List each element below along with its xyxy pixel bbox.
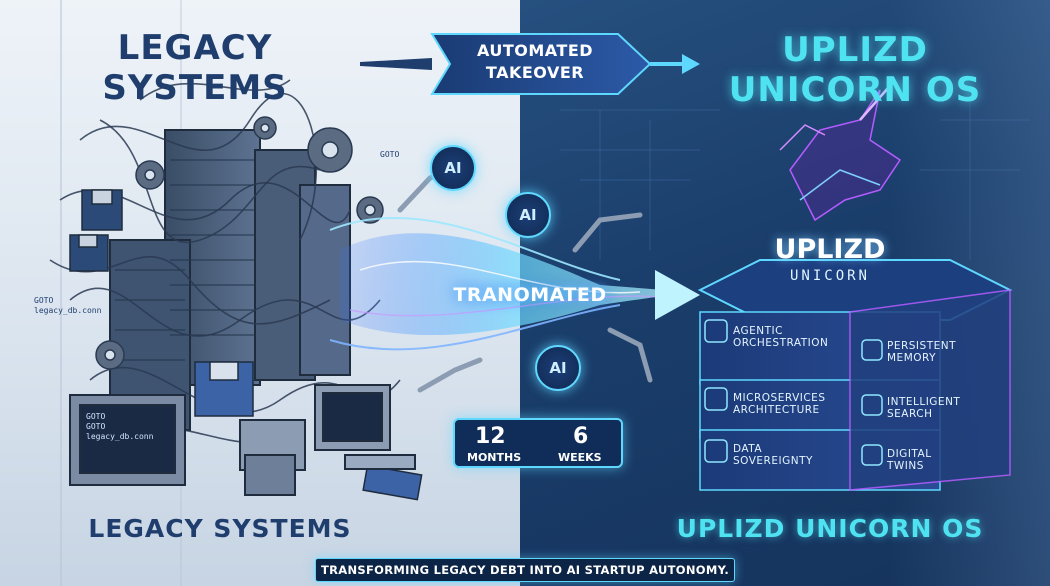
time-to-value: 6 <box>573 424 589 449</box>
unicorn-icon <box>779 79 902 222</box>
automated-takeover-label: AUTOMATED TAKEOVER <box>476 41 594 82</box>
time-to-unit: WEEKS <box>558 451 602 464</box>
tier-label-persistent-memory: PERSISTENT MEMORY <box>887 340 957 364</box>
automated-takeover-arrow <box>360 33 700 95</box>
tagline-banner: TRANSFORMING LEGACY DEBT INTO AI STARTUP… <box>315 558 735 582</box>
unicorn-footer: UPLIZD UNICORN OS <box>676 514 984 543</box>
tier-label-data-sovereignty: DATA SOVEREIGNTY <box>733 443 813 467</box>
tier-label-intelligent-search: INTELLIGENT SEARCH <box>887 396 961 420</box>
unicorn-title: UPLIZD UNICORN OS <box>728 30 982 110</box>
time-from-unit: MONTHS <box>467 451 522 464</box>
code-snippet: GOTO <box>380 150 400 159</box>
code-snippet: GOTO GOTO legacy_db.conn <box>86 412 154 441</box>
tier-label-digital-twins: DIGITAL TWINS <box>887 448 932 472</box>
time-from-value: 12 <box>475 424 506 449</box>
ai-badge: AI <box>535 345 581 391</box>
ai-badge: AI <box>505 192 551 238</box>
stack-subtitle: UNICORN <box>789 268 870 284</box>
tier-label-agentic-orchestration: AGENTIC ORCHESTRATION <box>733 325 829 349</box>
stack-title: UPLIZD <box>774 234 886 265</box>
gear-icon <box>95 116 384 370</box>
crt-monitor <box>69 384 416 496</box>
code-snippet: GOTO legacy_db.conn <box>34 296 102 315</box>
legacy-footer: LEGACY SYSTEMS <box>88 514 352 543</box>
tier-label-microservices-architecture: MICROSERVICES ARCHITECTURE <box>733 392 826 416</box>
unicorn-os-stack <box>697 259 1013 491</box>
flow-label: TRANOMATED <box>453 284 607 306</box>
tech-grid <box>560 100 1030 260</box>
ai-badge: AI <box>430 145 476 191</box>
legacy-title: LEGACY SYSTEMS <box>102 28 288 108</box>
floppy-disk-icon <box>69 189 423 501</box>
time-badge: 12 MONTHS 6 WEEKS <box>453 418 623 468</box>
transformation-stream <box>329 216 700 351</box>
